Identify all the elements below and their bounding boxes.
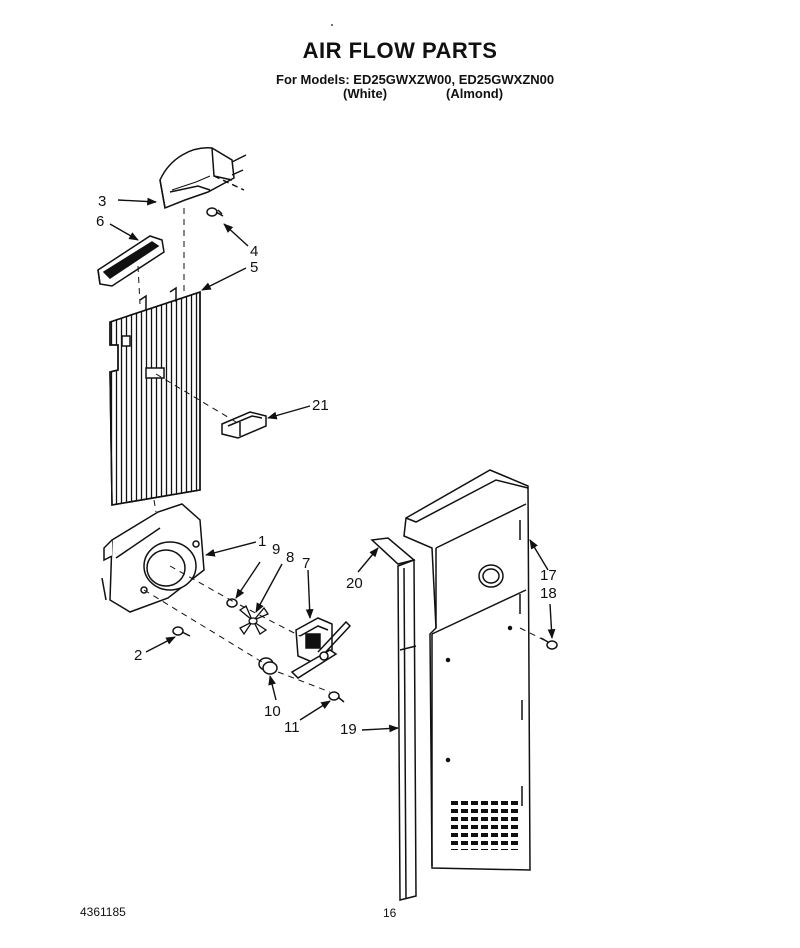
callout-9: 9: [272, 541, 280, 558]
part-3-air-duct: [159, 147, 247, 210]
callout-11: 11: [284, 719, 300, 736]
callout-18: 18: [540, 585, 557, 602]
part-11-screw: [328, 691, 345, 703]
callout-7: 7: [302, 555, 310, 572]
leader-18: [547, 603, 556, 639]
part-17-rear-panel: [403, 469, 531, 871]
leader-20: [357, 547, 379, 573]
leader-8: [255, 563, 283, 613]
part-10-grommet: [258, 657, 278, 675]
callout-5: 5: [250, 259, 258, 276]
callout-21: 21: [312, 397, 329, 414]
callout-3: 3: [98, 193, 106, 210]
part-5-evaporator-cover: [109, 286, 201, 506]
part-7-fan-motor: [290, 617, 352, 679]
leader-3: [117, 197, 157, 206]
callout-17: 17: [540, 567, 557, 584]
callout-10: 10: [264, 703, 281, 720]
leader-19: [361, 724, 399, 733]
leader-lines: [109, 197, 556, 733]
leader-17: [529, 539, 549, 571]
leader-4: [223, 223, 249, 247]
callout-20: 20: [346, 575, 363, 592]
finish-white: (White): [343, 86, 388, 101]
page-title: AIR FLOW PARTS: [302, 38, 498, 63]
leader-11: [299, 700, 331, 721]
page-number: 16: [383, 906, 397, 920]
part-8-fan-blade: [238, 605, 269, 636]
print-speck: [331, 24, 333, 26]
assembly-lines: [137, 208, 545, 693]
callout-1: 1: [258, 533, 266, 550]
part-4-screw: [206, 207, 224, 217]
callout-8: 8: [286, 549, 294, 566]
part-9-nut: [226, 598, 238, 608]
part-2-screw: [172, 626, 191, 637]
part-20-gasket: [370, 537, 416, 565]
leader-2: [145, 636, 176, 653]
page-header: AIR FLOW PARTS For Models: ED25GWXZW00, …: [0, 0, 800, 110]
leader-6: [109, 223, 139, 241]
finish-almond: (Almond): [446, 86, 504, 101]
callout-4: 4: [250, 243, 258, 260]
leader-10: [268, 675, 277, 701]
models-line: For Models: ED25GWXZW00, ED25GWXZN00: [276, 72, 555, 87]
leader-9: [235, 561, 261, 599]
leader-1: [205, 541, 257, 557]
callout-19: 19: [340, 721, 357, 738]
part-1-fan-shroud: [101, 503, 205, 613]
leader-21: [267, 405, 311, 420]
part-number: 4361185: [80, 905, 126, 919]
callout-labels: 3 6 4 5 21 1 9 8 7 2 10 11 20 19 17 18: [96, 193, 557, 738]
part-19-channel: [397, 558, 417, 901]
leader-5: [201, 267, 247, 291]
leader-7: [305, 569, 314, 619]
callout-2: 2: [134, 647, 142, 664]
part-21-bracket: [221, 411, 267, 439]
callout-6: 6: [96, 213, 104, 230]
part-6-grille: [97, 235, 165, 287]
